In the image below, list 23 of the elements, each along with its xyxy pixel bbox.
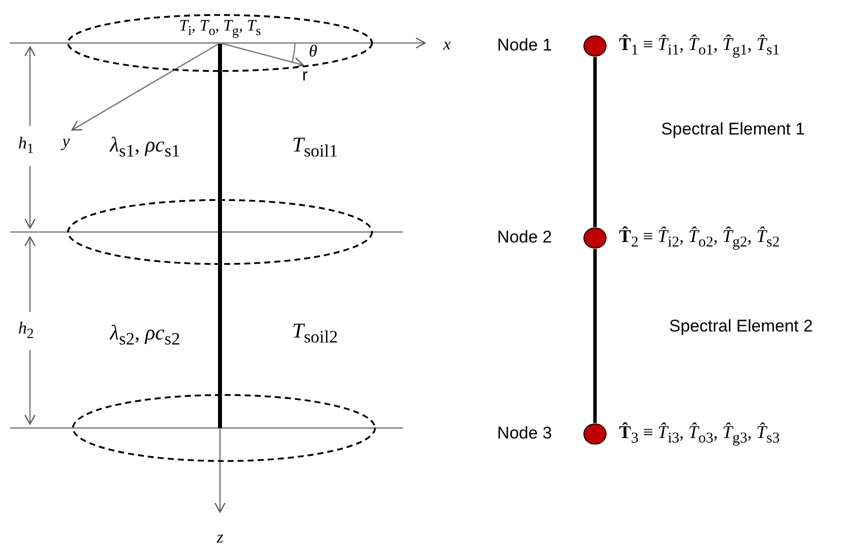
axis-label: y xyxy=(62,132,70,152)
axis-label: z xyxy=(216,528,224,548)
layer-property-label: λ$_{s1}$, ρc$_{s1}$ xyxy=(110,133,180,161)
borehole-pipe xyxy=(218,44,222,428)
layer-property-label: λ$_{s2}$, ρc$_{s2}$ xyxy=(110,321,180,349)
edge-label: Spectral Element 1 xyxy=(661,120,805,140)
node-label: Node 3 xyxy=(497,424,552,444)
soil-temperature-label: T$_{soil1}$ xyxy=(292,133,338,161)
soil-temperature-label: T$_{soil2}$ xyxy=(292,319,338,347)
dimension-label: h$_{1}$ xyxy=(18,134,34,158)
temperature-label: T$_{i}$, T$_{o}$, T$_{g}$, T$_{s}$ xyxy=(179,18,261,38)
radius-label: r xyxy=(302,66,308,86)
angle-label: θ xyxy=(308,42,318,62)
node-formula: T̂$_{2}$ ≡ T̂$_{i2}$, T̂$_{o2}$, T̂$_{g2}$, T̂$_{s2}$ xyxy=(619,226,780,252)
node-formula: T̂$_{1}$ ≡ T̂$_{i1}$, T̂$_{o1}$, T̂$_{g1}$, T̂$_{s1}$ xyxy=(619,34,780,60)
edge-label: Spectral Element 2 xyxy=(669,318,813,336)
node-label: Node 2 xyxy=(497,228,552,248)
axis-label: x xyxy=(443,36,451,54)
dimension-label: h$_{2}$ xyxy=(18,320,34,342)
connector-line xyxy=(593,57,597,227)
connector-line xyxy=(593,249,597,423)
node-label: Node 1 xyxy=(497,36,552,56)
node-formula: T̂$_{3}$ ≡ T̂$_{i3}$, T̂$_{o3}$, T̂$_{g3}$, T̂$_{s3}$ xyxy=(619,422,780,448)
